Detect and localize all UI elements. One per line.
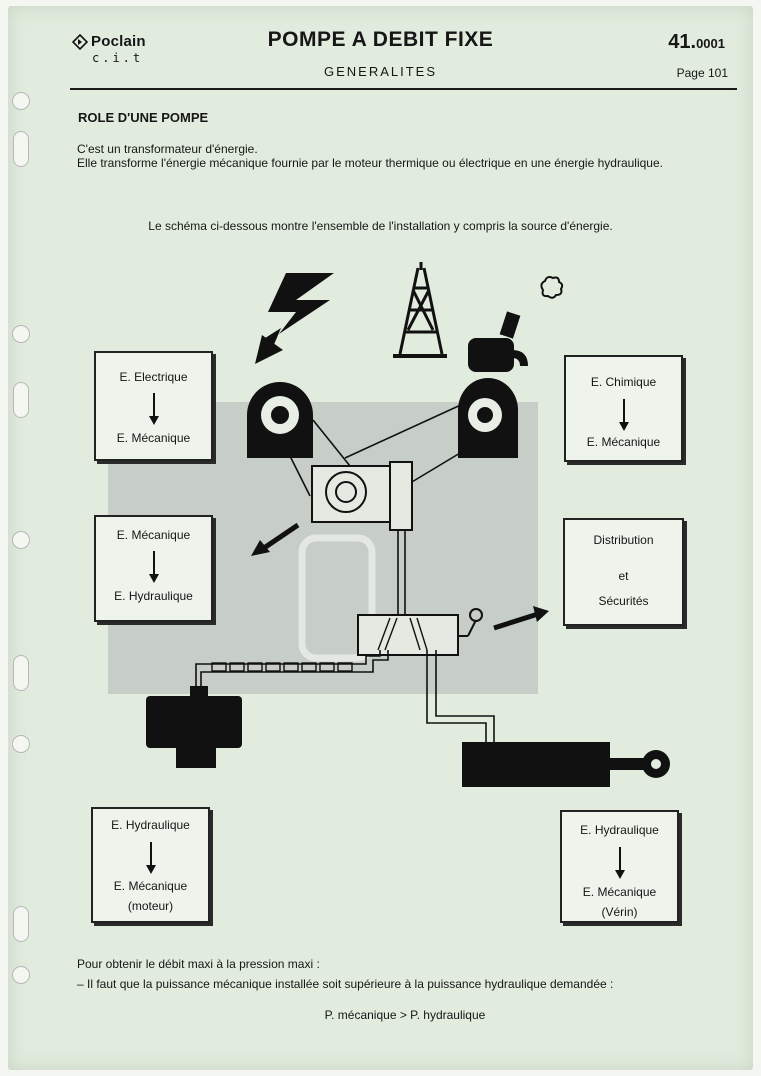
box-label-line3: Sécurités	[598, 594, 649, 608]
brand-logo: Poclain c.i.t	[72, 33, 146, 65]
ghost-outline	[298, 534, 376, 662]
combustion-engine-icon	[458, 311, 528, 458]
paragraph-line2: Elle transforme l'énergie mécanique four…	[77, 156, 663, 170]
box-label-top: E. Electrique	[119, 370, 188, 384]
power-formula: P. mécanique > P. hydraulique	[324, 1008, 486, 1022]
motor-hose-links	[211, 662, 353, 672]
down-arrow-icon	[614, 847, 625, 879]
energy-box-distribution: Distribution et Sécurités	[563, 518, 684, 626]
box-label-line1: Distribution	[593, 533, 654, 547]
binder-hole	[12, 325, 30, 343]
energy-arrow-icon	[251, 522, 300, 556]
box-label-top: E. Mécanique	[116, 528, 191, 542]
down-arrow-icon	[148, 393, 159, 425]
section-heading: ROLE D'UNE POMPE	[78, 110, 209, 125]
box-label-top: E. Hydraulique	[580, 823, 659, 837]
hydraulic-cylinder-icon	[462, 742, 670, 787]
binder-hole	[12, 531, 30, 549]
energy-arrow-icon	[493, 606, 549, 631]
brand-subtitle: c.i.t	[92, 51, 144, 65]
footer-line2: – Il faut que la puissance mécanique ins…	[77, 977, 614, 991]
box-label-note: (Vérin)	[601, 905, 638, 919]
energy-box-electric: E. Electrique E. Mécanique	[94, 351, 213, 461]
smoke-icon	[540, 276, 564, 299]
box-label-line2: et	[618, 569, 629, 583]
drive-belts	[285, 397, 477, 501]
down-arrow-icon	[148, 551, 159, 583]
down-arrow-icon	[145, 842, 156, 874]
box-label-note: (moteur)	[127, 899, 174, 913]
brand-name: Poclain	[91, 33, 146, 50]
cylinder-hose	[426, 650, 495, 742]
binder-hole	[12, 735, 30, 753]
lightning-icon	[255, 273, 334, 364]
box-label-bottom: E. Mécanique	[586, 435, 661, 449]
energy-box-cylinder: E. Hydraulique E. Mécanique (Vérin)	[560, 810, 679, 923]
fixed-displacement-pump	[311, 461, 413, 531]
binder-hole	[13, 382, 29, 418]
document-number: 41.0001	[668, 31, 725, 53]
control-valve	[357, 608, 483, 656]
box-label-bottom: E. Mécanique	[113, 879, 188, 893]
energy-box-motor: E. Hydraulique E. Mécanique (moteur)	[91, 807, 210, 923]
motor-hose	[195, 650, 389, 693]
diagram-intro: Le schéma ci-dessous montre l'ensemble d…	[148, 219, 613, 233]
binder-hole	[13, 655, 29, 691]
page-subtitle: GENERALITES	[323, 64, 438, 79]
box-label-bottom: E. Hydraulique	[114, 589, 193, 603]
page-number: Page 101	[676, 66, 728, 80]
binder-hole	[12, 92, 30, 110]
page-title: POMPE A DEBIT FIXE	[267, 28, 494, 51]
energy-box-chemical: E. Chimique E. Mécanique	[564, 355, 683, 462]
supply-hose	[397, 530, 406, 616]
energy-box-pump: E. Mécanique E. Hydraulique	[94, 515, 213, 622]
box-label-top: E. Chimique	[590, 375, 657, 389]
header-rule	[70, 88, 737, 90]
box-label-bottom: E. Mécanique	[582, 885, 657, 899]
paragraph-line1: C'est un transformateur d'énergie.	[77, 142, 258, 156]
diamond-logo-icon	[72, 33, 88, 50]
box-label-top: E. Hydraulique	[111, 818, 190, 832]
down-arrow-icon	[618, 399, 629, 431]
hydraulic-motor-icon	[146, 686, 242, 768]
binder-hole	[13, 906, 29, 942]
oil-derrick-icon	[393, 262, 447, 358]
binder-hole	[13, 131, 29, 167]
footer-line1: Pour obtenir le débit maxi à la pression…	[77, 957, 320, 971]
box-label-bottom: E. Mécanique	[116, 431, 191, 445]
binder-hole	[12, 966, 30, 984]
electric-motor-icon	[247, 382, 313, 458]
